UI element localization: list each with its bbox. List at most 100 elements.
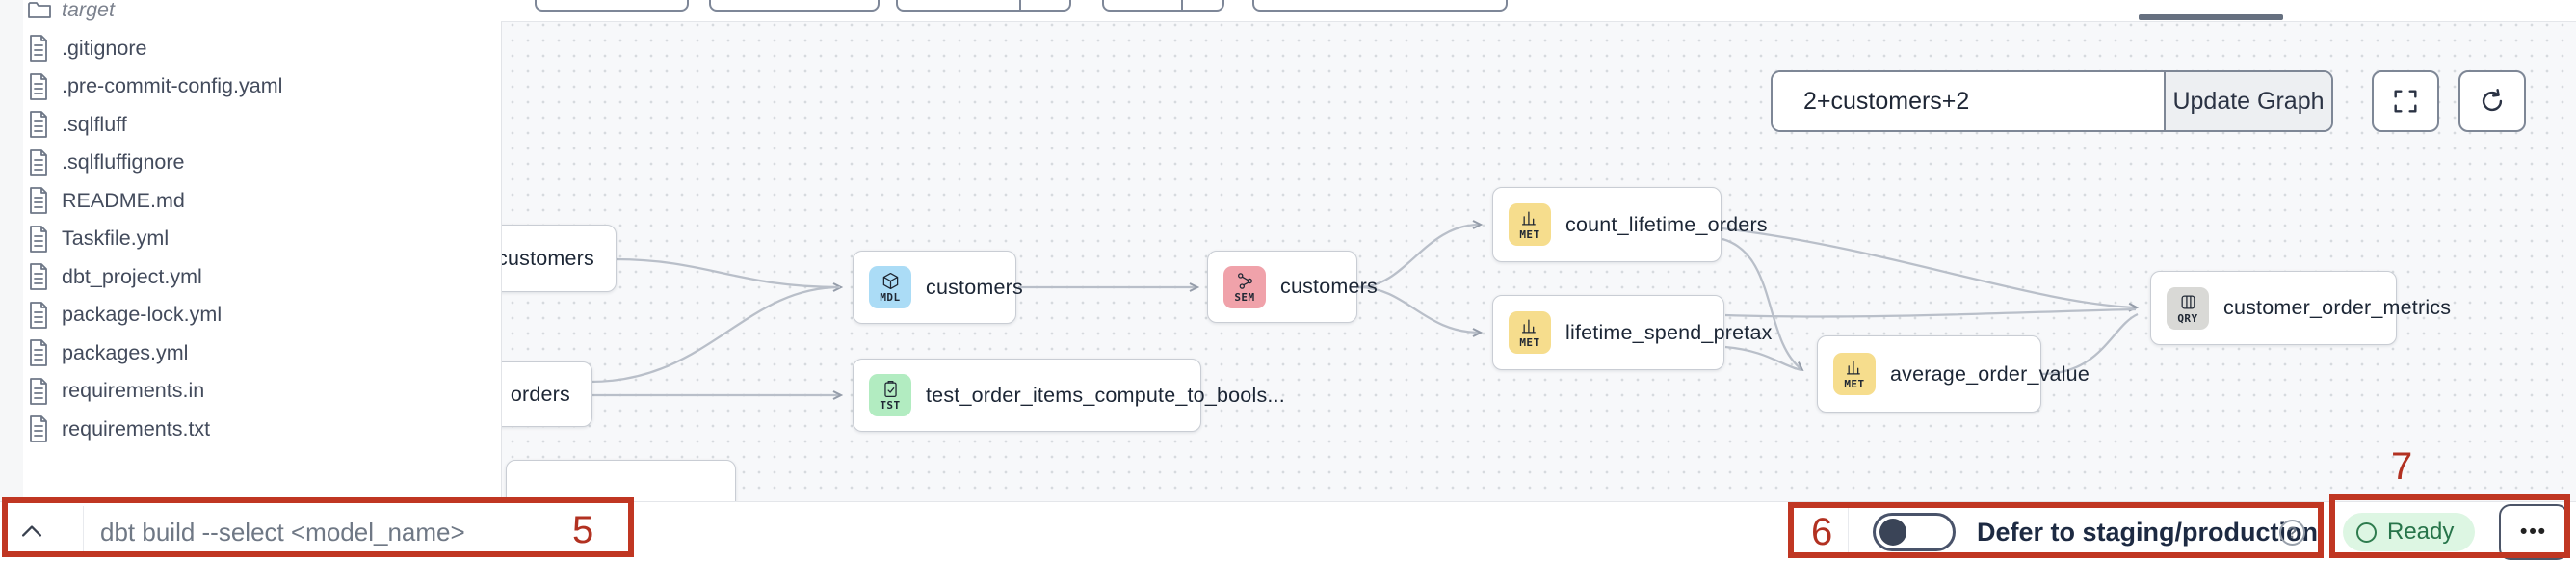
badge-label: MDL [880, 291, 901, 304]
badge-label: QRY [2177, 311, 2198, 325]
defer-toggle[interactable] [1873, 513, 1956, 551]
file-name: dbt_project.yml [62, 264, 202, 288]
file-row[interactable]: .pre-commit-config.yaml [0, 67, 501, 106]
file-name: target [62, 0, 115, 22]
node-label: lifetime_spend_pretax [1565, 320, 1773, 344]
clipboard-check-icon [883, 380, 897, 398]
node-label: customers [1280, 275, 1378, 298]
cube-icon [882, 272, 898, 290]
lineage-canvas[interactable]: stg_customers orders MDL customers TST [318, 21, 2576, 529]
badge-label: MET [1844, 378, 1865, 390]
file-name: Taskfile.yml [62, 227, 170, 251]
status-badge: Ready [2343, 513, 2476, 551]
badge-label: SEM [1234, 290, 1255, 304]
file-row[interactable]: README.md [0, 182, 501, 221]
file-row[interactable]: packages.yml [0, 334, 501, 373]
metric-badge: MET [1509, 311, 1551, 354]
status-circle-icon [2356, 521, 2377, 543]
toolbar-button-cut-2[interactable] [709, 0, 880, 12]
branch-icon [1237, 272, 1252, 289]
lineage-node-average-order-value[interactable]: MET average_order_value [1817, 335, 2090, 413]
status-label: Ready [2387, 519, 2455, 545]
top-toolbar-strip [501, 0, 2576, 22]
file-row[interactable]: .gitignore [0, 30, 501, 68]
toolbar-button-cut-5[interactable] [1252, 0, 1508, 12]
button-divider [1181, 0, 1183, 10]
chevron-up-icon [21, 525, 42, 537]
file-row[interactable]: package-lock.yml [0, 296, 501, 334]
lineage-node-customers-semantic[interactable]: SEM customers [1207, 251, 1378, 323]
lineage-edges [590, 220, 2140, 400]
lineage-node-test-order-items[interactable]: TST test_order_items_compute_to_bools... [853, 359, 1285, 432]
collapse-panel-button[interactable] [15, 518, 48, 545]
folder-icon [27, 0, 52, 25]
file-row[interactable]: requirements.txt [0, 411, 501, 449]
file-icon [27, 34, 52, 63]
update-graph-button[interactable]: Update Graph [2164, 72, 2331, 130]
toolbar-button-cut-4[interactable] [1102, 0, 1224, 12]
refresh-button[interactable] [2458, 70, 2526, 132]
file-icon [27, 110, 52, 139]
lineage-selector-group: Update Graph [1771, 70, 2333, 132]
file-name: .sqlfluffignore [62, 150, 185, 174]
bar-divider [83, 506, 84, 557]
semantic-badge: SEM [1223, 265, 1266, 308]
bottom-command-bar: Defer to staging/production ? Ready ••• [0, 501, 2576, 561]
file-icon [27, 338, 52, 367]
file-name: .sqlfluff [62, 112, 127, 136]
file-row[interactable]: .sqlfluffignore [0, 144, 501, 182]
badge-label: MET [1519, 336, 1540, 349]
sidebar-gutter [0, 0, 23, 501]
file-row-target[interactable]: target [0, 0, 501, 30]
file-row[interactable]: .sqlfluff [0, 106, 501, 145]
bar-chart-icon [1521, 211, 1536, 226]
file-row[interactable]: Taskfile.yml [0, 220, 501, 258]
lineage-node-lifetime-spend-pretax[interactable]: MET lifetime_spend_pretax [1492, 295, 1772, 370]
file-row[interactable]: dbt_project.yml [0, 258, 501, 297]
lineage-node-count-lifetime-orders[interactable]: MET count_lifetime_orders [1492, 187, 1768, 262]
file-name: .gitignore [62, 36, 147, 60]
query-badge: QRY [2167, 286, 2209, 330]
model-badge: MDL [869, 266, 911, 308]
refresh-icon [2482, 89, 2503, 112]
node-label: average_order_value [1890, 361, 2090, 386]
file-name: requirements.in [62, 379, 205, 403]
node-label: customers [926, 275, 1023, 299]
file-name: package-lock.yml [62, 303, 223, 327]
badge-label: MET [1519, 228, 1540, 241]
lineage-node-customer-order-metrics[interactable]: QRY customer_order_metrics [2150, 271, 2451, 345]
toggle-knob [1879, 519, 1906, 546]
fullscreen-button[interactable] [2372, 70, 2439, 132]
file-icon [27, 225, 52, 254]
node-label: count_lifetime_orders [1565, 212, 1768, 236]
button-divider [1019, 0, 1021, 10]
file-icon [27, 301, 52, 330]
active-tab-indicator [2139, 14, 2283, 20]
fullscreen-icon [2394, 90, 2417, 113]
file-name: .pre-commit-config.yaml [62, 74, 283, 98]
node-label: test_order_items_compute_to_bools... [926, 383, 1285, 407]
lineage-node-customers-model[interactable]: MDL customers [853, 251, 1023, 324]
dbt-command-input[interactable] [98, 502, 603, 561]
help-icon[interactable]: ? [2279, 520, 2305, 546]
file-row[interactable]: requirements.in [0, 372, 501, 411]
file-icon [27, 262, 52, 291]
bar-chart-icon [1521, 319, 1536, 334]
toolbar-button-cut-3[interactable] [896, 0, 1071, 12]
node-label: customer_order_metrics [2223, 296, 2452, 319]
file-icon [27, 377, 52, 406]
bar-chart-icon [1846, 361, 1860, 375]
defer-label: Defer to staging/production [1977, 517, 2318, 547]
metric-badge: MET [1509, 203, 1551, 246]
test-badge: TST [869, 374, 911, 416]
node-label: orders [510, 382, 570, 406]
file-name: requirements.txt [62, 416, 211, 441]
file-icon [27, 148, 52, 177]
file-list: target .gitignore .pre-commit-config.yam… [0, 0, 501, 448]
toolbar-button-cut-1[interactable] [535, 0, 689, 12]
lineage-selector-input[interactable] [1773, 72, 2164, 130]
overflow-menu-button[interactable]: ••• [2499, 504, 2568, 560]
file-icon [27, 414, 52, 443]
file-explorer-sidebar: target .gitignore .pre-commit-config.yam… [0, 0, 502, 501]
file-name: packages.yml [62, 340, 189, 364]
